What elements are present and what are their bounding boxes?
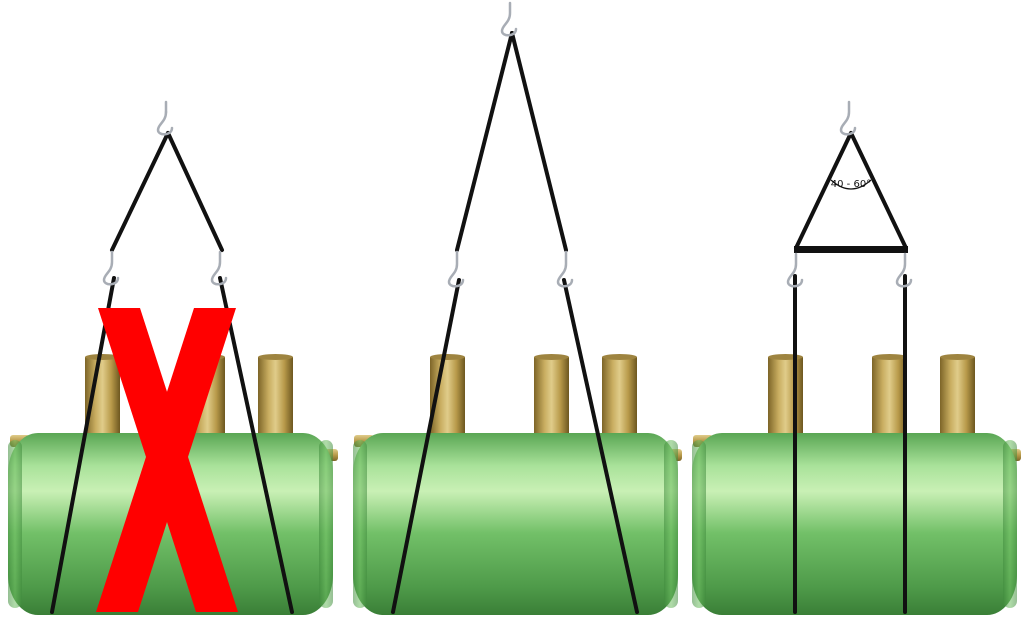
hook-icon: [447, 1, 574, 288]
pipe-top: [430, 354, 465, 360]
x-mark-icon: [96, 308, 238, 612]
hook-icon: [102, 250, 120, 286]
panel-long-slings: [353, 1, 682, 615]
pipe: [602, 357, 637, 439]
sling: [794, 131, 853, 250]
spreader-bar: [794, 246, 908, 253]
slings-1: [50, 131, 294, 614]
sling: [50, 276, 116, 614]
hook-icon: [447, 250, 465, 288]
pipe: [940, 357, 975, 439]
pipe: [258, 357, 293, 439]
pipe-top: [258, 354, 293, 360]
sling: [110, 131, 170, 252]
sling: [166, 131, 224, 252]
pipe: [534, 357, 569, 439]
tank-body: [692, 433, 1017, 615]
hook-icon: [786, 252, 804, 288]
tank-end-right: [319, 440, 333, 608]
panel-incorrect: [8, 100, 338, 615]
tank-end-left: [692, 440, 706, 608]
pipe: [768, 357, 803, 439]
panel-spreader-bar: 40 - 60°: [692, 100, 1021, 615]
sling: [455, 31, 514, 252]
hook-icon: [210, 250, 228, 286]
sling: [562, 278, 639, 614]
pipe-top: [940, 354, 975, 360]
pipe-top: [872, 354, 907, 360]
hook-icon: [895, 252, 913, 288]
tank-3: [692, 354, 1021, 615]
slings-2: [391, 31, 639, 614]
pipe-top: [85, 354, 120, 360]
hook-icon: [102, 100, 228, 286]
tank-end-right: [664, 440, 678, 608]
hook-icon: [786, 100, 913, 288]
sling: [218, 276, 294, 614]
tank-end-left: [353, 440, 367, 608]
tank-end-right: [1003, 440, 1017, 608]
tank-body: [353, 433, 678, 615]
tank-end-left: [8, 440, 22, 608]
sling: [510, 31, 568, 252]
angle-label: 40 - 60°: [831, 179, 871, 190]
sling: [849, 131, 908, 250]
pipe-top: [768, 354, 803, 360]
pipe-top: [534, 354, 569, 360]
angle-arc: [830, 179, 872, 190]
hook-icon: [556, 250, 574, 288]
pipe-top: [602, 354, 637, 360]
slings-3: [793, 131, 908, 614]
tank-2: [353, 354, 682, 615]
sling: [391, 278, 461, 614]
pipe: [872, 357, 907, 439]
